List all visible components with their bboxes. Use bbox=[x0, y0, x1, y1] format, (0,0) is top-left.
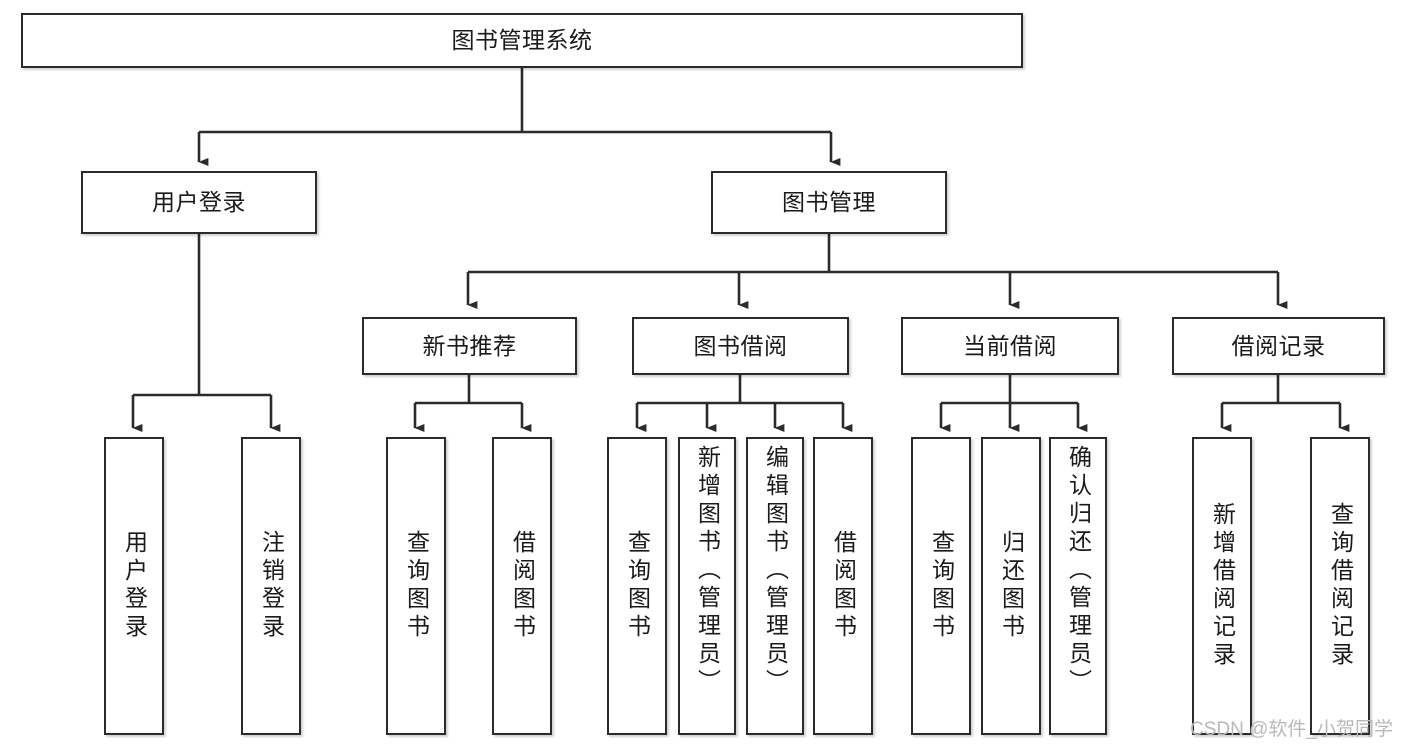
node-label: 注销登录 bbox=[258, 530, 285, 642]
leaf-current-borrow-return-book[interactable]: 归还图书 bbox=[981, 437, 1041, 735]
node-label: 用户登录 bbox=[121, 530, 148, 642]
node-label: 借阅记录 bbox=[1231, 332, 1326, 359]
node-label: 编辑图书（管理员） bbox=[762, 445, 789, 697]
node-label: 图书管理 bbox=[782, 189, 876, 215]
watermark-text: CSDN @软件_小贺同学 bbox=[1190, 719, 1393, 740]
leaf-user-login-logout[interactable]: 注销登录 bbox=[241, 437, 301, 735]
node-label: 查询图书 bbox=[624, 530, 651, 642]
node-label: 用户登录 bbox=[152, 189, 246, 215]
leaf-book-borrow-borrow-book[interactable]: 借阅图书 bbox=[813, 437, 873, 735]
leaf-borrow-record-add-record[interactable]: 新增借阅记录 bbox=[1192, 437, 1252, 735]
node-new-book-recommend[interactable]: 新书推荐 bbox=[362, 317, 577, 375]
node-label: 借阅图书 bbox=[830, 530, 857, 642]
leaf-user-login-login[interactable]: 用户登录 bbox=[104, 437, 164, 735]
node-label: 查询借阅记录 bbox=[1327, 502, 1354, 670]
node-label: 当前借阅 bbox=[963, 332, 1057, 359]
leaf-new-book-borrow-book[interactable]: 借阅图书 bbox=[492, 437, 552, 735]
node-label: 新书推荐 bbox=[422, 332, 517, 359]
leaf-current-borrow-confirm-return-admin[interactable]: 确认归还（管理员） bbox=[1049, 437, 1107, 735]
node-borrow-record[interactable]: 借阅记录 bbox=[1172, 317, 1385, 375]
node-current-borrow[interactable]: 当前借阅 bbox=[901, 317, 1119, 375]
node-label: 借阅图书 bbox=[509, 530, 536, 642]
node-label: 归还图书 bbox=[998, 530, 1025, 642]
leaf-book-borrow-add-book-admin[interactable]: 新增图书（管理员） bbox=[678, 437, 736, 735]
node-label: 新增图书（管理员） bbox=[694, 445, 721, 697]
node-book-management[interactable]: 图书管理 bbox=[711, 171, 947, 234]
leaf-book-borrow-query-book[interactable]: 查询图书 bbox=[607, 437, 667, 735]
node-label: 新增借阅记录 bbox=[1209, 502, 1236, 670]
leaf-current-borrow-query-book[interactable]: 查询图书 bbox=[911, 437, 971, 735]
node-label: 查询图书 bbox=[928, 530, 955, 642]
node-label: 图书管理系统 bbox=[451, 27, 593, 53]
node-book-borrow[interactable]: 图书借阅 bbox=[632, 317, 849, 375]
node-label: 确认归还（管理员） bbox=[1065, 445, 1092, 697]
node-user-login[interactable]: 用户登录 bbox=[81, 171, 317, 234]
leaf-book-borrow-edit-book-admin[interactable]: 编辑图书（管理员） bbox=[746, 437, 804, 735]
leaf-borrow-record-query-record[interactable]: 查询借阅记录 bbox=[1310, 437, 1370, 735]
node-label: 查询图书 bbox=[403, 530, 430, 642]
node-label: 图书借阅 bbox=[693, 332, 788, 359]
leaf-new-book-query-book[interactable]: 查询图书 bbox=[386, 437, 446, 735]
node-root-book-management-system[interactable]: 图书管理系统 bbox=[21, 13, 1023, 68]
